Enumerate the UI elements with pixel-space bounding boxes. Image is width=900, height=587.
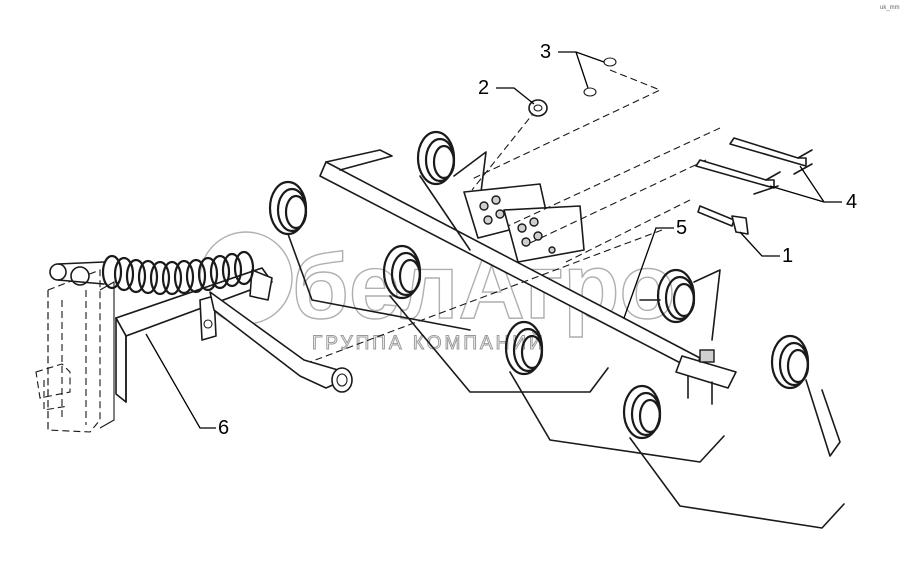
- part-3-rings: [583, 57, 617, 97]
- spring-tine-4: [504, 320, 725, 463]
- spring-tines: [268, 130, 845, 529]
- part-6-arm-assembly: [49, 250, 353, 403]
- tension-spring: [101, 250, 255, 296]
- part-4-pins: [695, 137, 813, 195]
- svg-text:3: 3: [540, 41, 551, 63]
- svg-text:2: 2: [478, 77, 489, 99]
- watermark-subtitle: ГРУППА КОМПАНИЙ: [312, 332, 546, 354]
- spring-tine-7: [770, 334, 841, 457]
- svg-text:5: 5: [676, 217, 687, 239]
- corner-code: uk_mm: [880, 5, 900, 11]
- part-5-tine-bar: [319, 149, 737, 405]
- tine-holder-plates: [463, 183, 585, 263]
- callout-6: 6: [145, 333, 229, 439]
- svg-text:6: 6: [218, 417, 229, 439]
- callout-2: 2: [478, 77, 535, 105]
- spring-tine-6: [622, 384, 845, 529]
- callout-1: 1: [739, 231, 793, 267]
- callout-4: 4: [769, 165, 857, 213]
- svg-text:1: 1: [782, 245, 793, 267]
- spring-tine-3: [382, 244, 609, 393]
- mounting-bracket: [35, 269, 115, 433]
- assembly-lines: [309, 69, 721, 363]
- part-1-bolt: [697, 205, 749, 235]
- spring-tine-2: [416, 130, 487, 251]
- spring-tine-5: [639, 268, 721, 341]
- spring-tine-1: [268, 180, 471, 331]
- callout-3: 3: [540, 41, 605, 89]
- callouts: 1 2 3 4 5 6: [145, 41, 857, 439]
- svg-text:4: 4: [846, 191, 857, 213]
- callout-5: 5: [623, 217, 687, 319]
